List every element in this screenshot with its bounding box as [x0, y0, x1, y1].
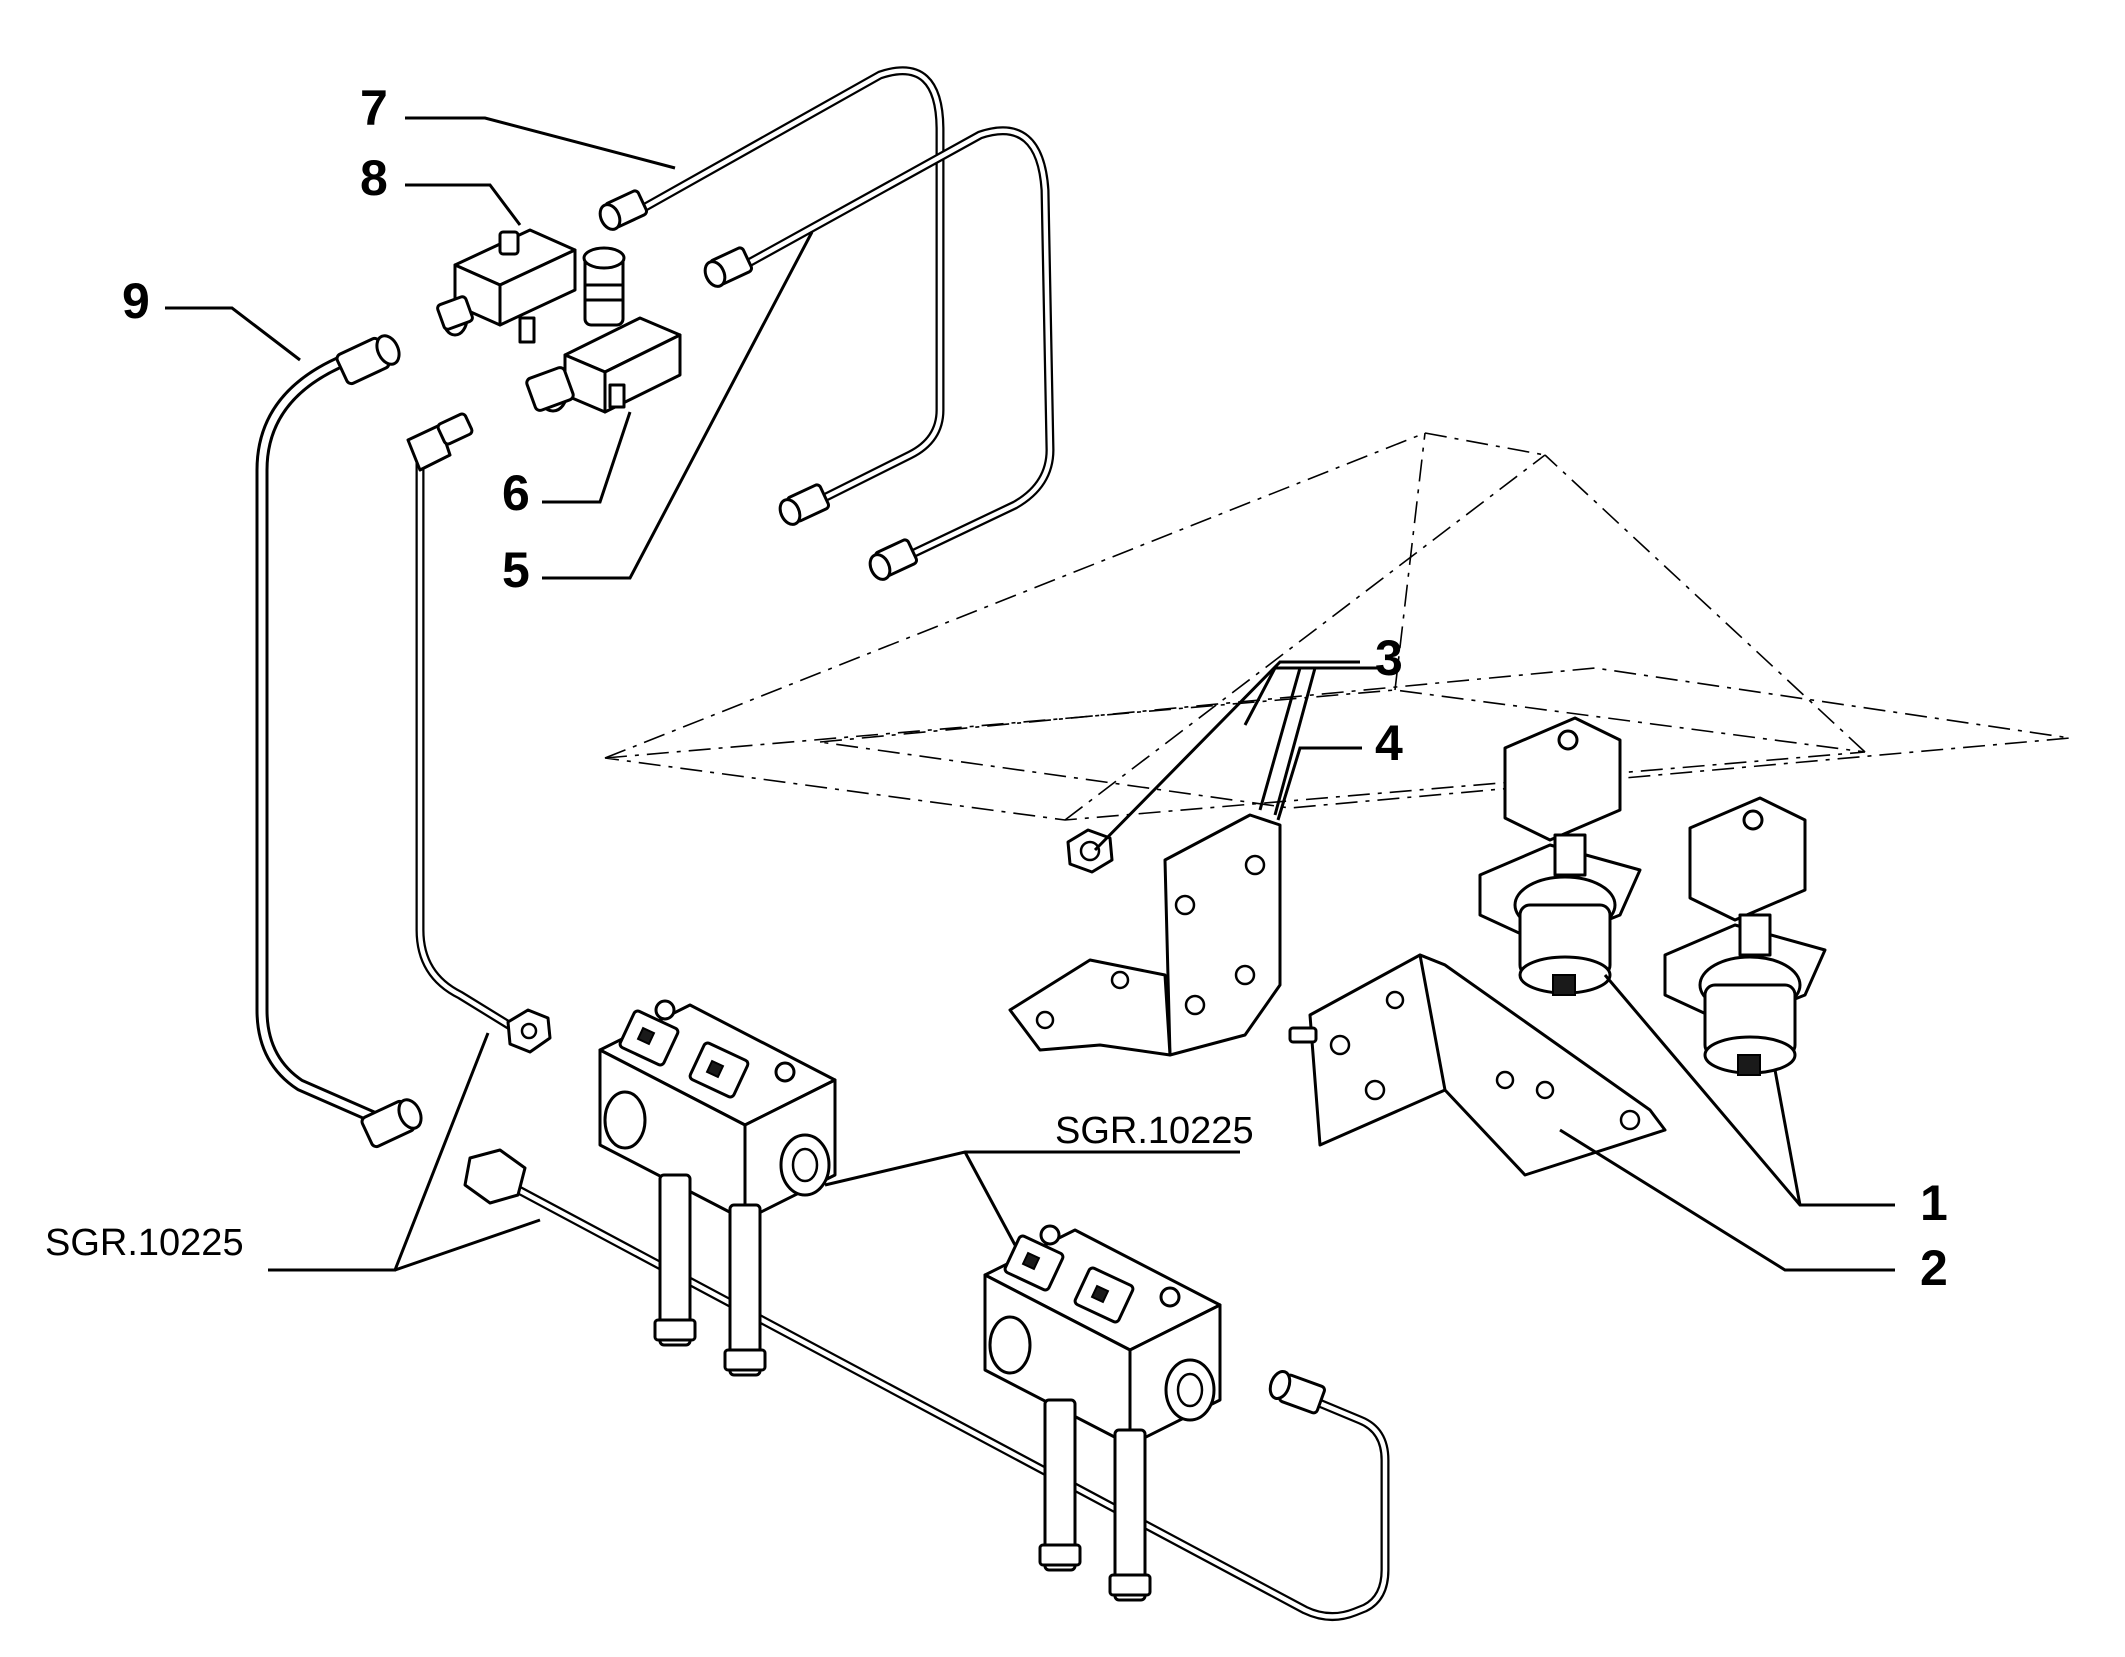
part-3-nut	[1066, 828, 1114, 874]
part-4-bracket	[1008, 813, 1282, 1057]
part-1-regulator-b	[1663, 796, 1827, 1076]
callout-9: 9	[122, 273, 150, 329]
part-5-bent-pipe	[703, 126, 1055, 581]
reference-plane-outlines	[604, 432, 2071, 821]
reference-label-right: SGR.10225	[1055, 1110, 1254, 1152]
callout-6: 6	[502, 465, 530, 521]
callout-labels: 7 8 9 6 5 3 4 1 2 SGR.10225 SGR.10225	[45, 80, 1948, 1296]
pipe-9-fitting-top	[335, 334, 401, 386]
pipe-7-fitting-bottom	[778, 483, 830, 526]
callout-3: 3	[1375, 630, 1403, 686]
rail-pipe-hex-end	[463, 1148, 527, 1205]
callout-5: 5	[502, 542, 530, 598]
leader-lines	[165, 116, 1380, 816]
part-2-bracket	[1288, 953, 1667, 1177]
pipe-9-fitting-bottom	[360, 1098, 423, 1149]
part-8-distribution-block	[436, 228, 577, 344]
injector-rail-left	[598, 999, 837, 1377]
part-7-bent-pipe	[598, 66, 945, 526]
callout-1: 1	[1920, 1175, 1948, 1231]
callout-7: 7	[360, 80, 388, 136]
reference-label-left: SGR.10225	[45, 1222, 244, 1264]
pipe-5-fitting-top	[703, 246, 753, 288]
part-1-regulator-a	[1478, 716, 1642, 996]
fuel-rail-pipe	[463, 1148, 1390, 1621]
callout-4: 4	[1375, 715, 1403, 771]
rail-pipe-fitting-right	[1268, 1369, 1326, 1415]
pipe-7-fitting-top	[598, 189, 648, 231]
callout-8: 8	[360, 150, 388, 206]
pipe-5-fitting-bottom	[868, 538, 918, 581]
leader-lines-lower	[268, 660, 1895, 1272]
part-9-thick-pipe	[255, 334, 423, 1149]
injector-rail-right	[983, 1224, 1222, 1602]
part-6-tee-block	[525, 246, 682, 414]
callout-2: 2	[1920, 1240, 1948, 1296]
thin-pipe-with-nut	[406, 412, 552, 1054]
